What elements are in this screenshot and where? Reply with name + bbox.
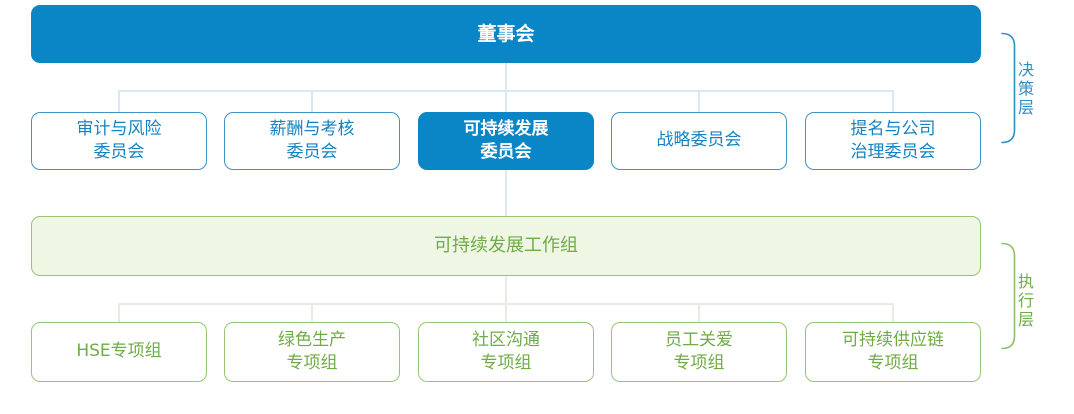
connector-stub-taskgroup-4	[698, 303, 700, 322]
committee-node-nomination-governance: 提名与公司 治理委员会	[805, 112, 981, 170]
committee-node-strategy: 战略委员会	[611, 112, 787, 170]
task-group-node-sustainable-supply-chain: 可持续供应链 专项组	[805, 322, 981, 382]
task-group-node-employee-care: 员工关爱 专项组	[611, 322, 787, 382]
connector-stub-committee-2	[311, 90, 313, 112]
connector-committee-to-workgroup	[505, 170, 507, 216]
decision-layer-bracket-icon	[1001, 32, 1016, 144]
decision-layer-label: 决策层	[1015, 61, 1034, 118]
board-node: 董事会	[31, 5, 981, 63]
connector-stub-committee-1	[118, 90, 120, 112]
connector-stub-taskgroup-1	[118, 303, 120, 322]
connector-stub-taskgroup-5	[892, 303, 894, 322]
working-group-node: 可持续发展工作组	[31, 216, 981, 276]
connector-stub-taskgroup-3	[505, 303, 507, 322]
connector-stub-committee-5	[892, 90, 894, 112]
task-group-node-green-production: 绿色生产 专项组	[224, 322, 400, 382]
connector-board-drop	[505, 63, 507, 90]
committee-node-sustainable-development: 可持续发展 委员会	[418, 112, 594, 170]
connector-stub-taskgroup-2	[311, 303, 313, 322]
committee-node-remuneration-assessment: 薪酬与考核 委员会	[224, 112, 400, 170]
execution-layer-bracket-icon	[1001, 242, 1016, 350]
committee-node-audit-risk: 审计与风险 委员会	[31, 112, 207, 170]
connector-stub-committee-3	[505, 90, 507, 112]
task-group-node-hse: HSE专项组	[31, 322, 207, 382]
execution-layer-label: 执行层	[1015, 273, 1034, 330]
task-group-node-community-communication: 社区沟通 专项组	[418, 322, 594, 382]
connector-workgroup-drop	[505, 276, 507, 303]
connector-stub-committee-4	[698, 90, 700, 112]
